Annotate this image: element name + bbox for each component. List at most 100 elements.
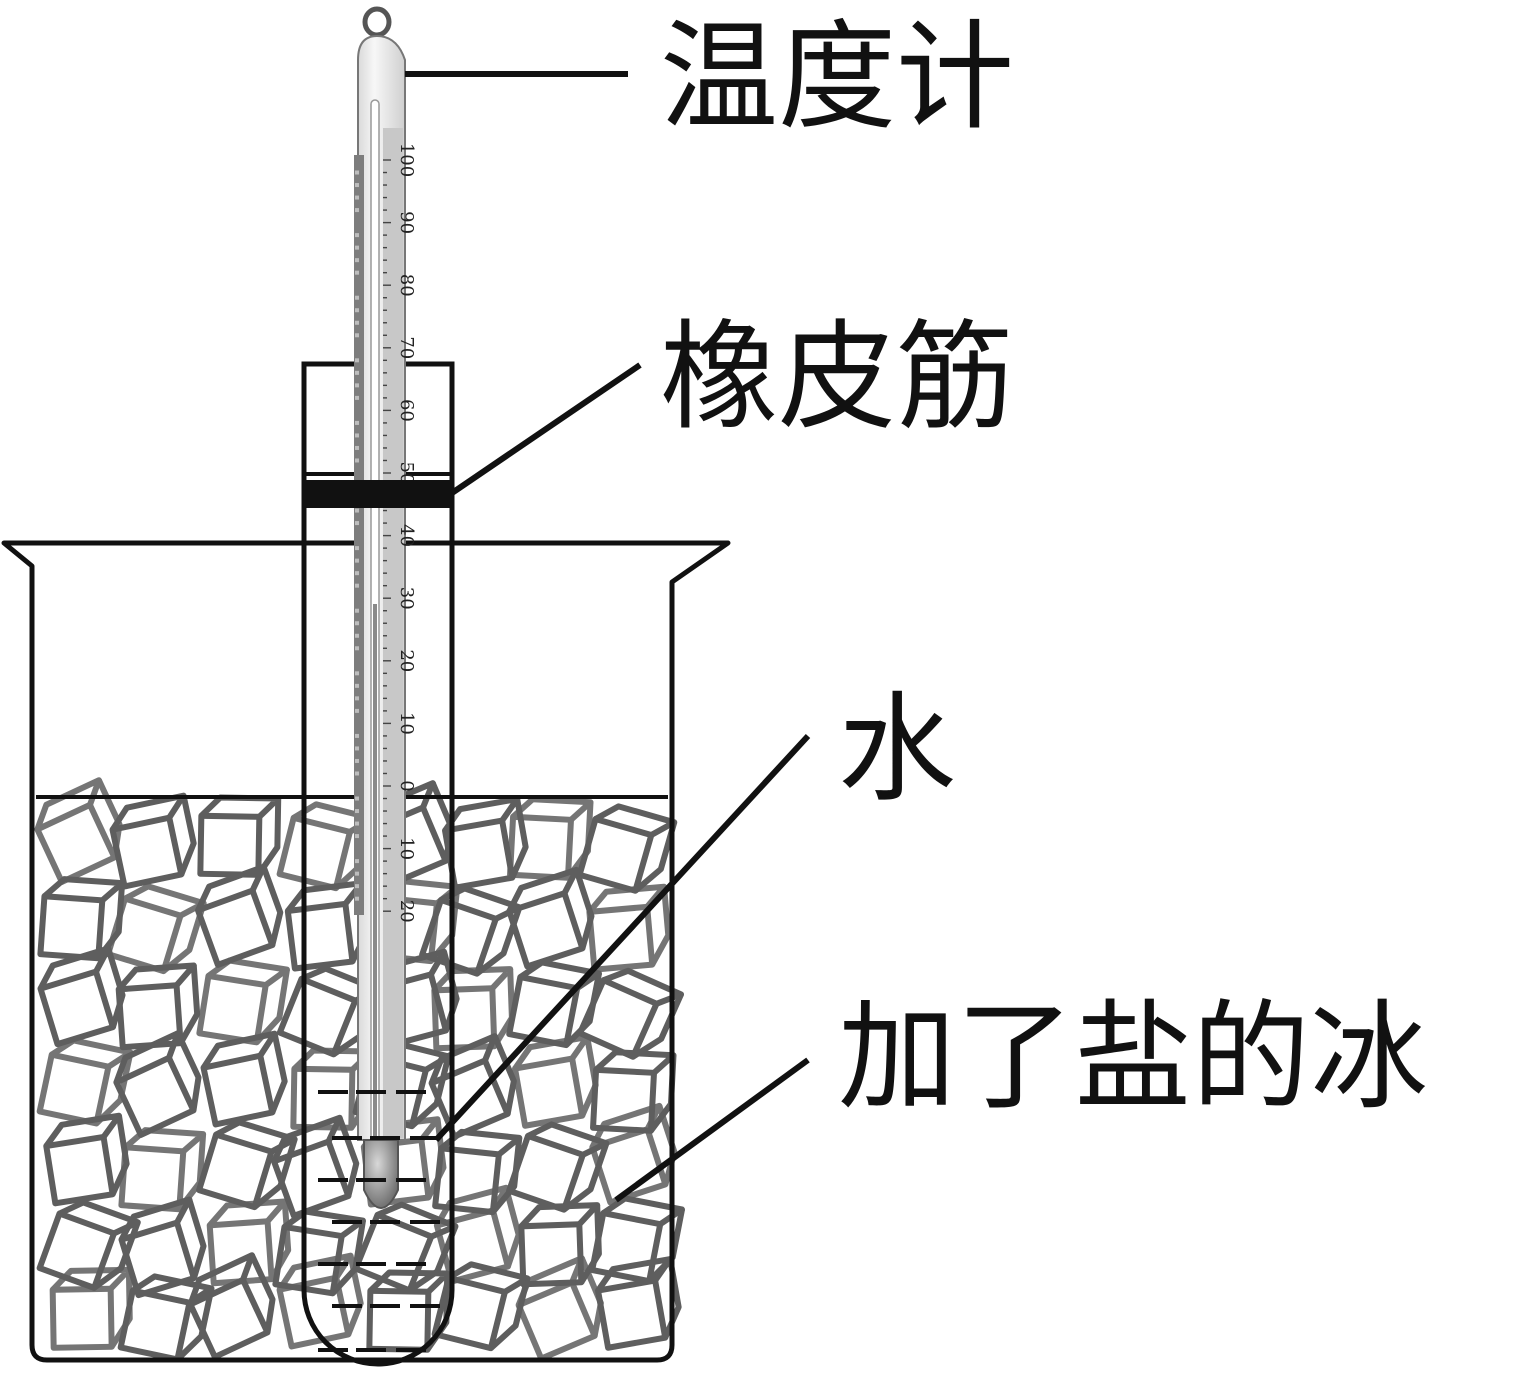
thermometer-side-mark bbox=[355, 308, 359, 313]
thermometer-side-mark bbox=[355, 884, 359, 889]
ice-cube bbox=[37, 945, 126, 1048]
ice-cube bbox=[109, 792, 197, 890]
leader-line-rubber-band bbox=[450, 362, 642, 496]
thermometer-tick-label: 40 bbox=[396, 524, 417, 547]
thermometer-side-mark bbox=[355, 195, 359, 200]
ice-cube bbox=[117, 1273, 215, 1363]
thermometer-side-mark bbox=[355, 245, 359, 250]
ice-cube bbox=[113, 1030, 202, 1138]
thermometer-side-mark bbox=[355, 809, 359, 814]
thermometer-side-mark bbox=[355, 458, 359, 463]
thermometer-side-mark bbox=[355, 821, 359, 826]
thermometer-side-mark bbox=[355, 621, 359, 626]
thermometer-side-mark bbox=[355, 320, 359, 325]
label-salted-ice: 加了盐的冰 bbox=[838, 988, 1428, 1126]
label-water: 水 bbox=[838, 680, 956, 818]
thermometer-side-mark bbox=[355, 270, 359, 275]
thermometer-side-mark bbox=[355, 859, 359, 864]
thermometer-side-mark bbox=[355, 370, 359, 375]
thermometer-side-mark bbox=[355, 445, 359, 450]
ice-cube bbox=[43, 1112, 130, 1207]
thermometer-side-mark bbox=[355, 696, 359, 701]
thermometer-side-mark bbox=[355, 183, 359, 188]
thermometer-side-mark bbox=[355, 733, 359, 738]
thermometer-side-mark bbox=[355, 746, 359, 751]
thermometer-side-mark bbox=[355, 796, 359, 801]
thermometer-side-mark bbox=[355, 834, 359, 839]
thermometer-side-mark bbox=[355, 633, 359, 638]
thermometer-side-mark bbox=[355, 708, 359, 713]
thermometer-mercury-column bbox=[373, 604, 377, 1144]
thermometer-scale-strip bbox=[383, 128, 403, 1138]
thermometer-side-mark bbox=[355, 521, 359, 526]
thermometer-tick-label: 60 bbox=[396, 399, 417, 422]
thermometer-tick-label: 80 bbox=[396, 274, 417, 297]
thermometer-side-mark bbox=[355, 758, 359, 763]
thermometer-tick-label: 0 bbox=[396, 780, 417, 791]
thermometer-side-mark bbox=[355, 433, 359, 438]
thermometer-side-mark bbox=[355, 896, 359, 901]
ice-cube bbox=[276, 1252, 364, 1350]
thermometer-side-bar bbox=[354, 155, 364, 915]
ice-cube bbox=[49, 1266, 133, 1351]
ice-cube bbox=[196, 1119, 298, 1211]
thermometer-side-mark bbox=[355, 208, 359, 213]
ice-cube bbox=[431, 966, 515, 1052]
leader-line-salted-ice bbox=[614, 1057, 810, 1203]
thermometer-tick-label: 90 bbox=[396, 211, 417, 234]
beaker bbox=[1, 540, 731, 1363]
thermometer-side-mark bbox=[355, 771, 359, 776]
ice-cube bbox=[271, 1114, 360, 1219]
thermometer-side-mark bbox=[355, 558, 359, 563]
thermometer-hanging-loop bbox=[362, 6, 392, 38]
ice-cube bbox=[428, 1033, 517, 1140]
ice-cube bbox=[589, 1195, 685, 1285]
thermometer-side-mark bbox=[355, 571, 359, 576]
ice-cube bbox=[515, 1255, 604, 1362]
thermometer-side-mark bbox=[355, 258, 359, 263]
test-tube bbox=[301, 361, 455, 1367]
thermometer-side-mark bbox=[355, 683, 359, 688]
thermometer-side-mark bbox=[355, 546, 359, 551]
label-rubber-band: 橡皮筋 bbox=[660, 308, 1014, 446]
thermometer-tick-label: 100 bbox=[396, 143, 417, 177]
thermometer-tick-label: 20 bbox=[396, 900, 417, 923]
thermometer-side-mark bbox=[355, 646, 359, 651]
thermometer-side-mark bbox=[355, 333, 359, 338]
ice-cube bbox=[586, 883, 672, 973]
thermometer-side-mark bbox=[355, 583, 359, 588]
label-thermometer: 温度计 bbox=[660, 8, 1014, 146]
thermometer-side-mark bbox=[355, 170, 359, 175]
thermometer-tick-label: 20 bbox=[396, 649, 417, 672]
thermometer-side-mark bbox=[355, 608, 359, 613]
ice-cube bbox=[115, 962, 201, 1051]
thermometer-side-mark bbox=[355, 295, 359, 300]
thermometer-side-mark bbox=[355, 395, 359, 400]
thermometer-tick-label: 70 bbox=[396, 336, 417, 359]
thermometer-tick-label: 10 bbox=[396, 712, 417, 735]
thermometer-side-mark bbox=[355, 871, 359, 876]
thermometer-tick-label: 50 bbox=[396, 462, 417, 485]
thermometer-side-mark bbox=[355, 508, 359, 513]
ice-cube bbox=[197, 794, 282, 878]
thermometer-side-mark bbox=[355, 420, 359, 425]
thermometer-side-mark bbox=[355, 358, 359, 363]
ice-cube bbox=[506, 1121, 610, 1213]
ice-cube bbox=[200, 1030, 288, 1128]
ice-cube bbox=[195, 863, 284, 968]
thermometer-side-mark bbox=[355, 233, 359, 238]
thermometer-side-mark bbox=[355, 383, 359, 388]
leader-line-water bbox=[433, 733, 811, 1143]
thermometer-bulb bbox=[363, 1139, 399, 1209]
water-in-tube bbox=[318, 1090, 440, 1352]
ice-cube bbox=[187, 1252, 276, 1360]
thermometer-tick-label: 10 bbox=[396, 837, 417, 860]
ice-cube bbox=[576, 803, 678, 894]
thermometer-side-mark bbox=[355, 671, 359, 676]
ice-cube bbox=[512, 1034, 599, 1129]
rubber-band bbox=[304, 480, 452, 508]
thermometer-ticks bbox=[355, 159, 391, 912]
